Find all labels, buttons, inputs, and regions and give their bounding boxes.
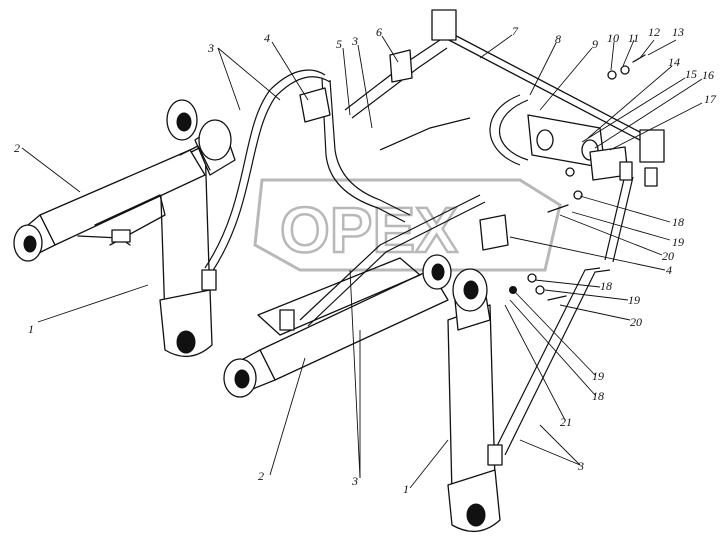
label-3-right: 3 <box>577 459 584 473</box>
label-18-mid: 18 <box>600 279 612 293</box>
label-5: 5 <box>336 37 342 51</box>
label-3-left: 3 <box>207 41 214 55</box>
label-10: 10 <box>607 31 619 45</box>
label-19-top: 19 <box>672 235 684 249</box>
label-4-right: 4 <box>666 263 672 277</box>
label-15: 15 <box>685 67 697 81</box>
label-9: 9 <box>592 37 598 51</box>
label-13: 13 <box>672 25 684 39</box>
label-14: 14 <box>668 55 680 69</box>
label-20-top: 20 <box>662 249 674 263</box>
label-21: 21 <box>560 415 572 429</box>
label-4-top: 4 <box>264 31 270 45</box>
steel-pipe-manifold <box>431 9 665 169</box>
label-17: 17 <box>704 92 717 106</box>
label-1-left: 1 <box>28 322 34 336</box>
label-7: 7 <box>512 24 519 38</box>
label-1-right: 1 <box>403 482 409 496</box>
part-labels: 2 1 3 4 5 3 6 7 8 9 10 11 12 13 14 15 16… <box>14 24 717 496</box>
brackets-and-fittings <box>201 49 658 466</box>
right-vertical-cylinder <box>447 268 501 532</box>
left-horizontal-cylinder <box>13 145 211 262</box>
leader-lines <box>21 34 703 489</box>
label-20-mid: 20 <box>630 315 642 329</box>
watermark: ОРЕХ <box>253 178 562 272</box>
center-horizontal-cylinder <box>223 254 452 398</box>
label-11: 11 <box>628 31 639 45</box>
label-3-top: 3 <box>351 34 358 48</box>
label-18-low: 18 <box>592 389 604 403</box>
label-16: 16 <box>702 68 714 82</box>
label-8: 8 <box>555 32 561 46</box>
label-6: 6 <box>376 25 382 39</box>
label-2-left: 2 <box>14 141 20 155</box>
label-18-top: 18 <box>672 215 684 229</box>
left-vertical-cylinder <box>159 99 236 357</box>
label-3-center: 3 <box>351 474 358 488</box>
label-19-mid: 19 <box>628 293 640 307</box>
fasteners <box>509 54 646 301</box>
label-19-low: 19 <box>592 369 604 383</box>
label-12: 12 <box>648 25 660 39</box>
label-2-center: 2 <box>258 469 264 483</box>
